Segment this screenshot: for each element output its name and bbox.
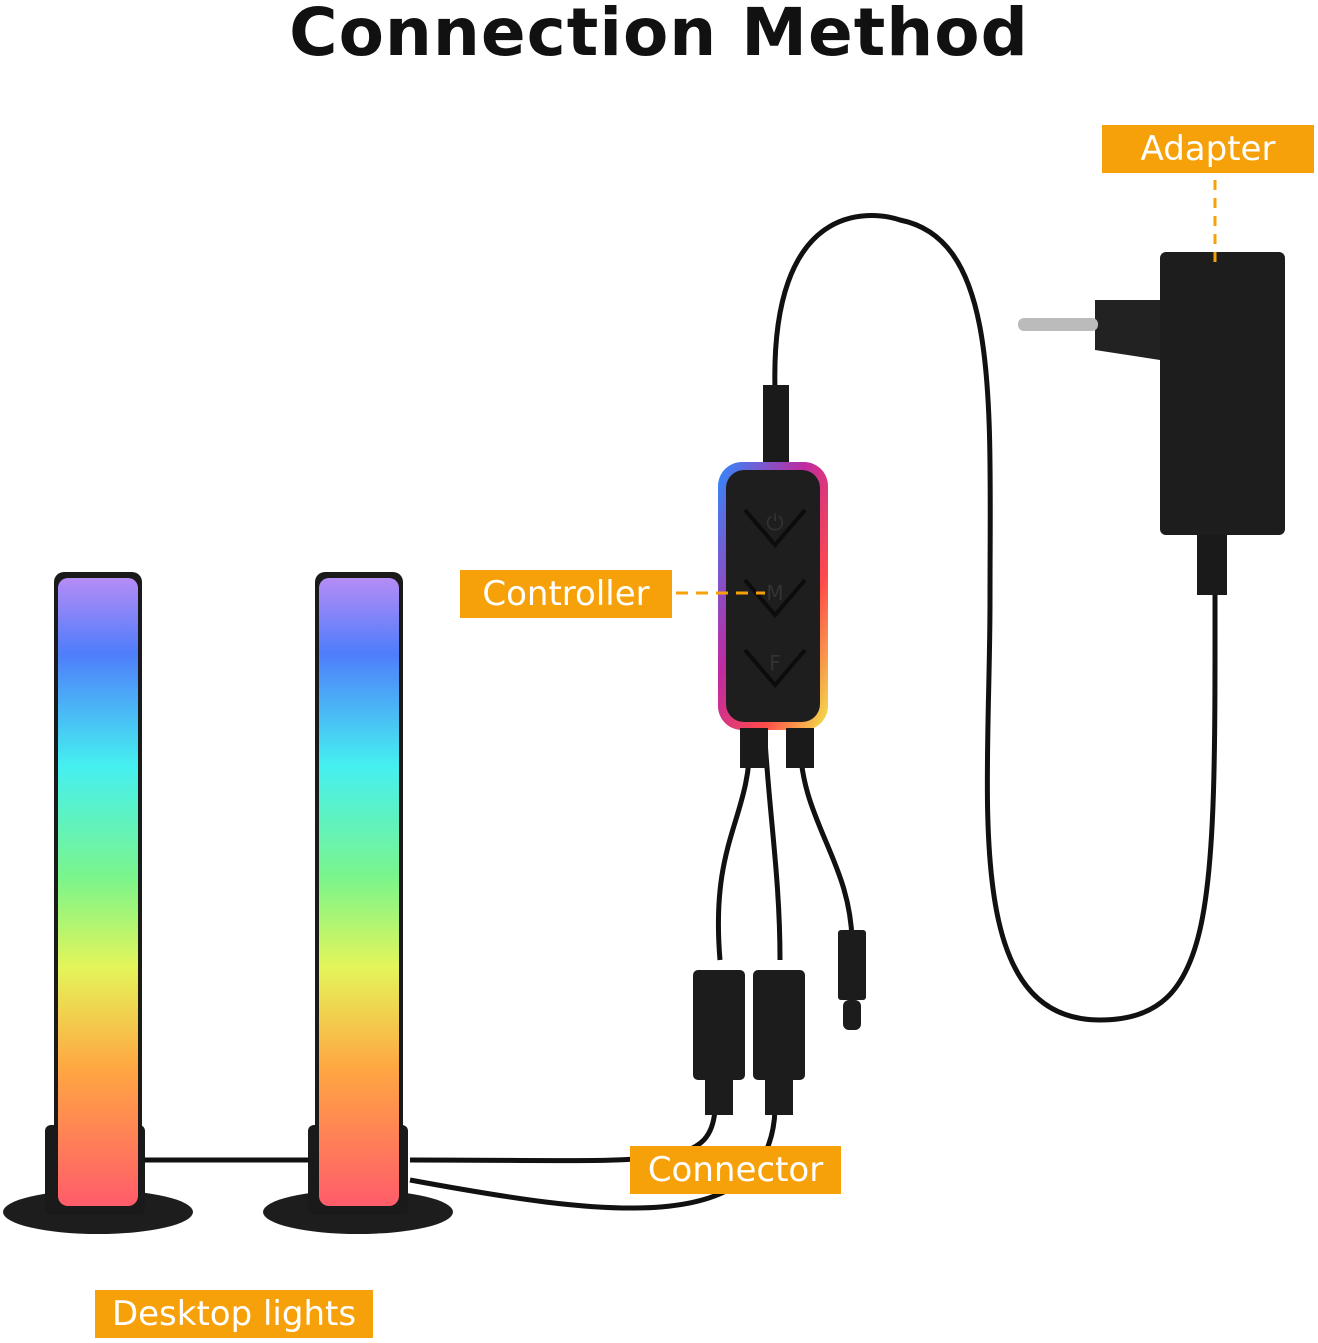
light-bar-2: [263, 572, 453, 1234]
connectors-illustration: [693, 930, 866, 1115]
light-cable-1: [140, 1109, 718, 1164]
power-input-cable: [797, 739, 855, 941]
controller-illustration: ⏻ M F: [676, 385, 828, 768]
cables: [140, 213, 1218, 1211]
adapter-illustration: [1018, 180, 1285, 595]
controller-label: Controller: [460, 570, 672, 618]
svg-text:F: F: [769, 651, 781, 675]
adapter-cable: [772, 213, 1218, 1023]
connector-label: Connector: [630, 1146, 841, 1194]
branch-cable-right: [762, 739, 783, 961]
svg-text:⏻: ⏻: [766, 511, 783, 536]
light-bar-1: [3, 572, 193, 1234]
adapter-label: Adapter: [1102, 125, 1314, 173]
desktop-lights-label: Desktop lights: [95, 1290, 373, 1338]
page-title: Connection Method: [289, 0, 1029, 71]
svg-text:M: M: [766, 581, 783, 605]
branch-cable-left: [715, 739, 753, 961]
